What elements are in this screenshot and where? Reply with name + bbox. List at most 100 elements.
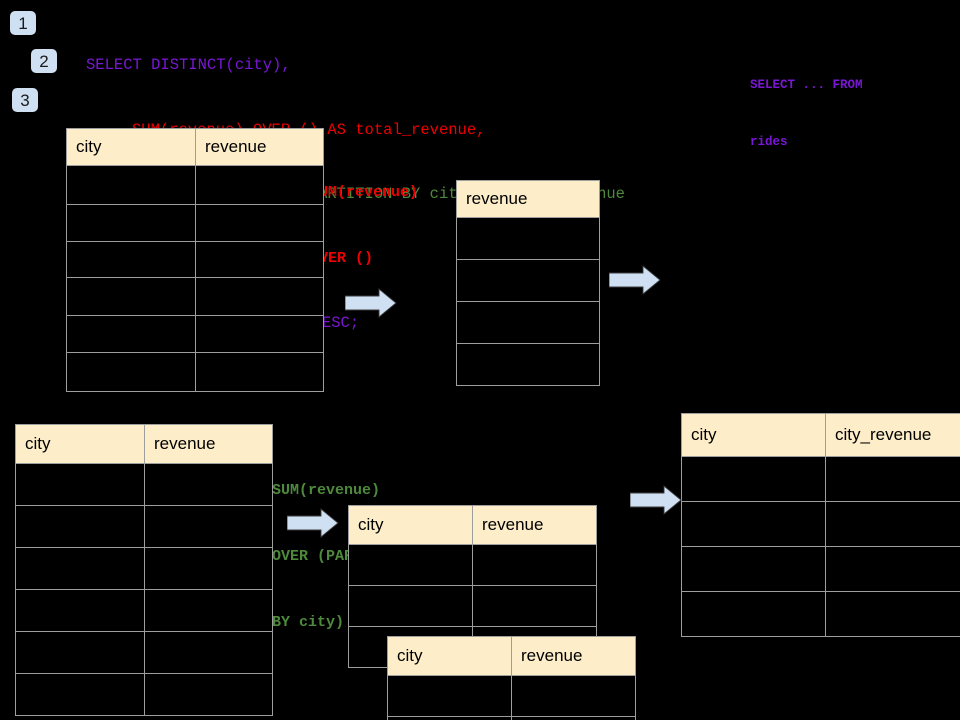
cell	[15, 547, 145, 590]
sidenote-line-1: SELECT ... FROM	[750, 78, 863, 92]
cell	[472, 544, 597, 586]
cell	[195, 204, 324, 242]
cell	[144, 547, 273, 590]
table-row	[456, 259, 600, 302]
cell	[195, 315, 324, 353]
cell	[456, 343, 600, 386]
table-row-header: city revenue	[66, 128, 324, 166]
cell	[195, 165, 324, 205]
step-badge-1[interactable]: 1	[10, 11, 36, 35]
cell	[681, 501, 826, 547]
table-row	[15, 589, 273, 632]
table-source-bottom: city revenue	[15, 424, 273, 716]
table-row	[387, 716, 636, 720]
cell	[15, 505, 145, 548]
table-row	[66, 352, 324, 392]
column-header-city: city	[15, 424, 145, 464]
annotation-city-revenue: SUM(revenue) OVER (PARTITION BY city)	[272, 436, 407, 678]
table-row-header: city revenue	[348, 505, 597, 545]
column-header-revenue: revenue	[456, 180, 600, 218]
arrow-partition-to-result-icon	[630, 485, 682, 515]
table-row	[348, 544, 597, 586]
cell	[681, 456, 826, 502]
cell	[66, 204, 196, 242]
cell	[15, 463, 145, 506]
table-result: city city_revenue	[681, 413, 960, 637]
column-header-city: city	[348, 505, 473, 545]
column-header-revenue: revenue	[472, 505, 597, 545]
cell	[511, 675, 636, 717]
column-header-revenue: revenue	[144, 424, 273, 464]
cell	[66, 352, 196, 392]
table-row	[66, 204, 324, 242]
cell	[825, 456, 960, 502]
cell	[456, 301, 600, 344]
arrow-total-to-result-icon	[609, 265, 661, 295]
table-total-revenue: revenue	[456, 180, 600, 386]
table-row-header: city revenue	[387, 636, 636, 676]
column-header-city: city	[387, 636, 512, 676]
column-header-revenue: revenue	[511, 636, 636, 676]
cell	[387, 675, 512, 717]
table-row	[348, 585, 597, 627]
table-row	[66, 315, 324, 353]
cell	[15, 589, 145, 632]
table-row	[681, 456, 960, 502]
cell	[472, 585, 597, 627]
annotation-total-line-2: OVER ()	[310, 250, 374, 267]
table-row	[66, 165, 324, 205]
table-row	[15, 505, 273, 548]
step-badge-2[interactable]: 2	[31, 49, 57, 73]
cell	[681, 546, 826, 592]
cell	[15, 631, 145, 674]
table-row	[15, 463, 273, 506]
cell	[681, 591, 826, 637]
table-row-header: revenue	[456, 180, 600, 218]
column-header-city: city	[66, 128, 196, 166]
cell	[195, 352, 324, 392]
annotation-partition-line-3: BY city)	[272, 614, 345, 631]
step-badge-3[interactable]: 3	[12, 88, 38, 112]
table-row	[15, 673, 273, 716]
cell	[144, 463, 273, 506]
table-row	[15, 631, 273, 674]
column-header-revenue: revenue	[195, 128, 324, 166]
table-row	[66, 277, 324, 316]
table-row-header: city city_revenue	[681, 413, 960, 457]
cell	[66, 315, 196, 353]
cell	[348, 544, 473, 586]
table-partition-front: city revenue	[387, 636, 636, 720]
cell	[195, 241, 324, 278]
cell	[511, 716, 636, 720]
table-row	[456, 301, 600, 344]
table-row-header: city revenue	[15, 424, 273, 464]
cell	[348, 585, 473, 627]
cell	[456, 217, 600, 260]
cell	[144, 631, 273, 674]
annotation-total-line-1: SUM(revenue)	[310, 184, 419, 201]
cell	[66, 277, 196, 316]
cell	[387, 716, 512, 720]
annotation-partition-line-1: SUM(revenue)	[272, 482, 381, 499]
sidenote-line-2: rides	[750, 135, 788, 149]
column-header-city: city	[681, 413, 826, 457]
cell	[456, 259, 600, 302]
cell	[144, 589, 273, 632]
cell	[195, 277, 324, 316]
cell	[825, 546, 960, 592]
cell	[15, 673, 145, 716]
table-row	[387, 675, 636, 717]
sidenote-select-from: SELECT ... FROM rides	[750, 38, 863, 190]
cell	[66, 241, 196, 278]
cell	[825, 501, 960, 547]
table-source-top: city revenue	[66, 128, 324, 392]
cell	[144, 673, 273, 716]
table-row	[681, 501, 960, 547]
table-row	[681, 546, 960, 592]
table-row	[66, 241, 324, 278]
sql-line-1: SELECT DISTINCT(city),	[86, 56, 291, 74]
arrow-source-to-total-icon	[345, 288, 397, 318]
cell	[825, 591, 960, 637]
cell	[66, 165, 196, 205]
